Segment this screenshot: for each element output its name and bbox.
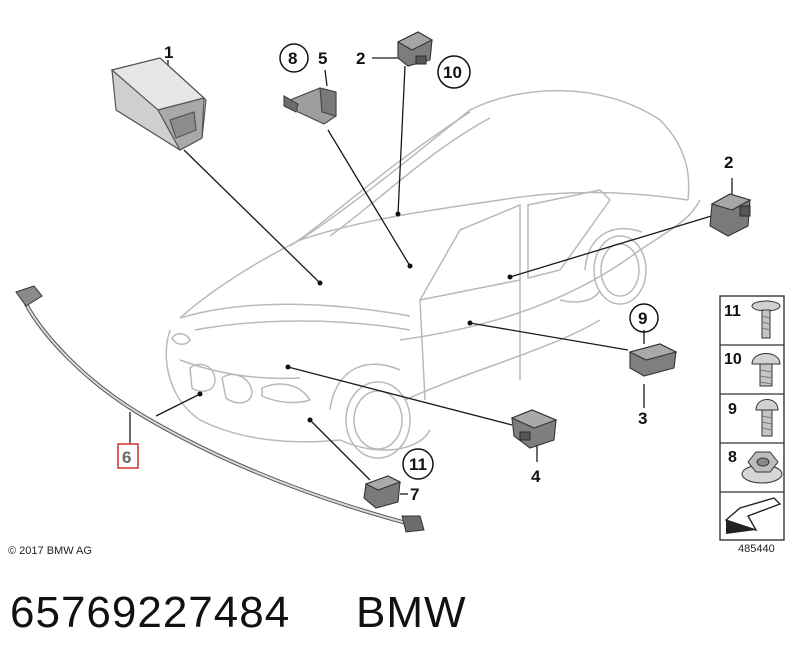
callout-9-circle — [629, 303, 659, 333]
callout-3: 3 — [638, 409, 647, 428]
callout-2-top: 2 — [356, 49, 365, 68]
callout-7: 7 — [410, 485, 419, 504]
callout-11-circle — [402, 448, 434, 480]
brand-name: BMW — [356, 588, 467, 637]
callout-9: 9 — [638, 309, 647, 328]
legend-9: 9 — [728, 401, 737, 418]
sensor-four-part — [510, 409, 558, 449]
legend-8: 8 — [728, 449, 737, 466]
control-module-part — [110, 57, 207, 151]
callout-labels: 1 8 5 2 10 2 9 3 4 11 7 6 — [117, 43, 733, 504]
callout-6-highlight — [117, 443, 139, 469]
sensor-bracket-part — [283, 87, 337, 125]
nut-icon — [741, 451, 783, 484]
legend-10: 10 — [724, 351, 742, 368]
legend-11: 11 — [724, 303, 741, 320]
diagram-id-text: 485440 — [738, 543, 775, 555]
callout-11: 11 — [409, 455, 427, 474]
callout-10: 10 — [443, 63, 462, 82]
callout-4: 4 — [531, 467, 541, 486]
callout-5: 5 — [318, 49, 327, 68]
bolt-icon — [751, 300, 781, 339]
screw-icon — [755, 399, 779, 437]
fastener-legend: 11 10 9 8 — [719, 295, 785, 541]
callout-2-right: 2 — [724, 153, 733, 172]
copyright-text: © 2017 BMW AG — [8, 545, 92, 557]
round-head-screw-icon — [751, 353, 781, 387]
callout-10-circle — [437, 55, 471, 89]
part-number: 65769227484 — [10, 588, 291, 637]
sensor-top-part — [396, 31, 434, 67]
leader-dots — [197, 211, 513, 423]
callout-6: 6 — [122, 448, 131, 467]
callout-8: 8 — [288, 49, 297, 68]
parts-diagram: 1 8 5 2 10 2 9 3 4 11 7 6 11 10 9 8 — [8, 31, 785, 557]
sensor-seven-part — [363, 475, 402, 509]
sensor-three-part — [628, 343, 678, 377]
cable-part — [15, 285, 425, 533]
callout-1: 1 — [164, 43, 173, 62]
arrow-icon — [724, 497, 782, 534]
sensor-right-part — [709, 193, 752, 237]
car-outline — [165, 89, 701, 459]
callout-8-circle — [279, 43, 309, 73]
